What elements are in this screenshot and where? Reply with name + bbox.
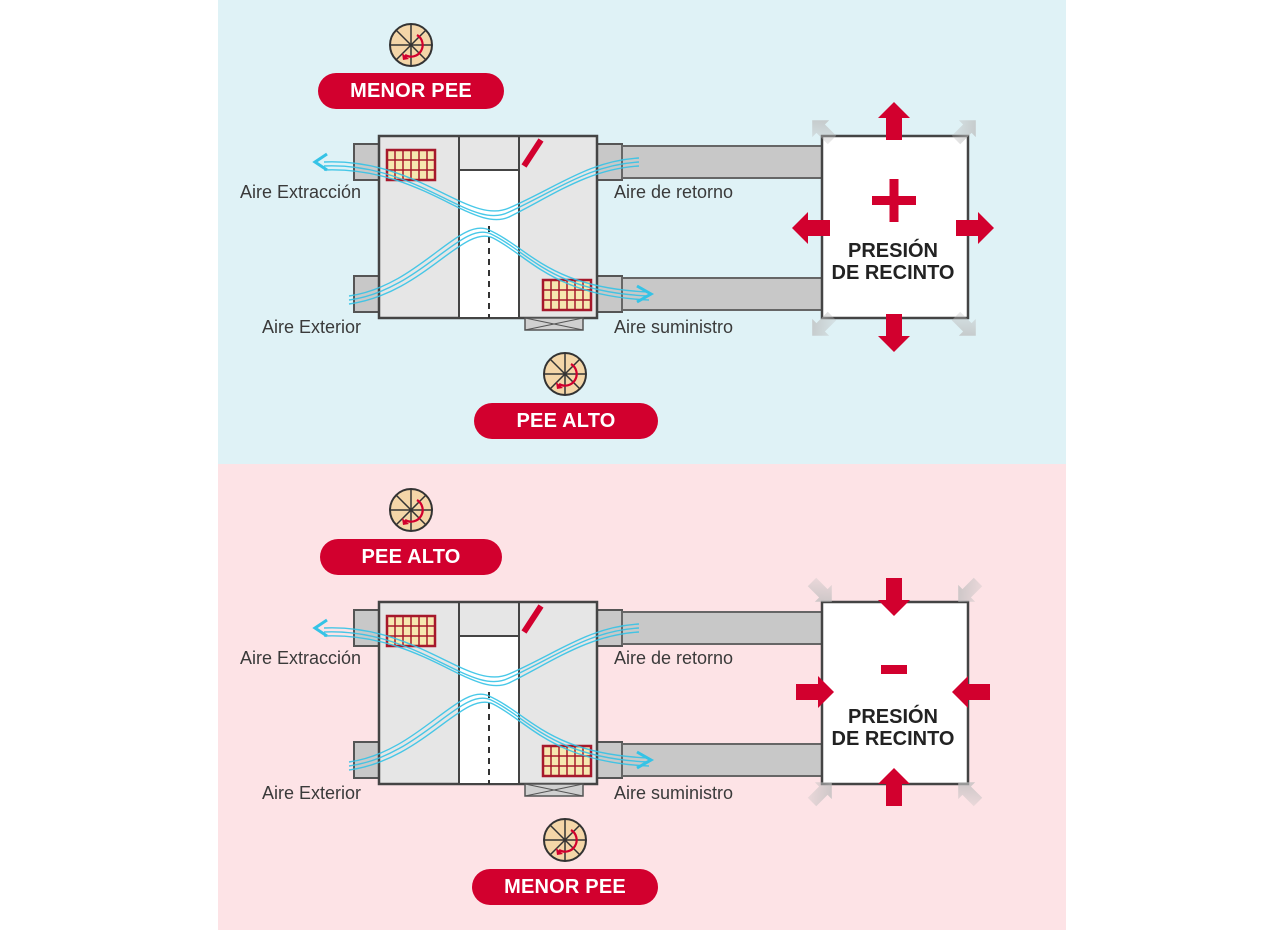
top-plus-icon (872, 179, 916, 222)
top-exhaust-label: Aire Extracción (240, 182, 362, 202)
top-supply-label: Aire suministro (614, 317, 734, 337)
top-outdoor-label: Aire Exterior (262, 317, 362, 337)
bottom-room-pressure-label: PRESIÓN DE RECINTO (820, 706, 966, 750)
bottom-fan-icon-lower (542, 817, 588, 863)
bottom-outdoor-label: Aire Exterior (262, 783, 362, 803)
bottom-room-line2: DE RECINTO (831, 728, 955, 750)
top-ventilation-unit (315, 136, 968, 330)
top-fan-lower-badge: PEE ALTO (474, 403, 658, 439)
bottom-fan-icon-upper (388, 487, 434, 533)
bottom-fan-lower-badge: MENOR PEE (472, 869, 658, 905)
bottom-exhaust-label: Aire Extracción (240, 648, 362, 668)
top-room-pressure-label: PRESIÓN DE RECINTO (820, 240, 966, 284)
bottom-return-label: Aire de retorno (614, 648, 734, 668)
bottom-minus-icon (881, 665, 907, 674)
top-fan-upper-badge: MENOR PEE (318, 73, 504, 109)
top-fan-icon-upper (388, 22, 434, 68)
top-fan-icon-lower (542, 351, 588, 397)
bottom-ventilation-unit (315, 602, 968, 796)
top-return-label: Aire de retorno (614, 182, 734, 202)
top-room-line1: PRESIÓN (847, 240, 939, 262)
bottom-room-line1: PRESIÓN (847, 706, 939, 728)
bottom-supply-label: Aire suministro (614, 783, 734, 803)
top-room-line2: DE RECINTO (831, 262, 955, 284)
bottom-fan-upper-badge: PEE ALTO (320, 539, 502, 575)
